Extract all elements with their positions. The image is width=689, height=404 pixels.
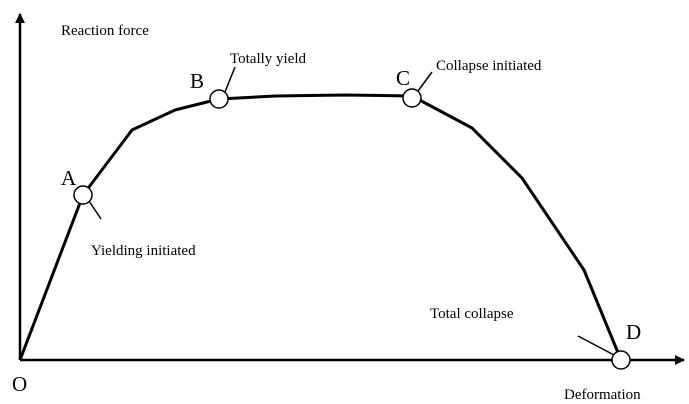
leader-line-b [224,66,236,93]
point-d-marker [611,350,631,370]
point-c-marker [402,88,422,108]
point-c-letter: C [396,66,410,90]
origin-label: O [12,372,27,396]
point-c-annotation: Collapse initiated [436,58,542,74]
leader-line-c [417,71,433,92]
point-a-annotation: Yielding initiated [91,243,196,259]
point-a-marker [73,185,93,205]
point-b-marker [209,89,229,109]
x-axis-label: Deformation [564,387,641,403]
point-b-annotation: Totally yield [230,51,307,67]
point-d-annotation: Total collapse [430,306,514,322]
y-axis-label: Reaction force [61,23,149,39]
point-d-letter: D [626,320,641,344]
leader-line-d [577,335,615,356]
point-b-letter: B [190,69,204,93]
leader-line-a [88,200,102,220]
point-a-letter: A [61,166,77,190]
force-deformation-curve [18,93,623,361]
